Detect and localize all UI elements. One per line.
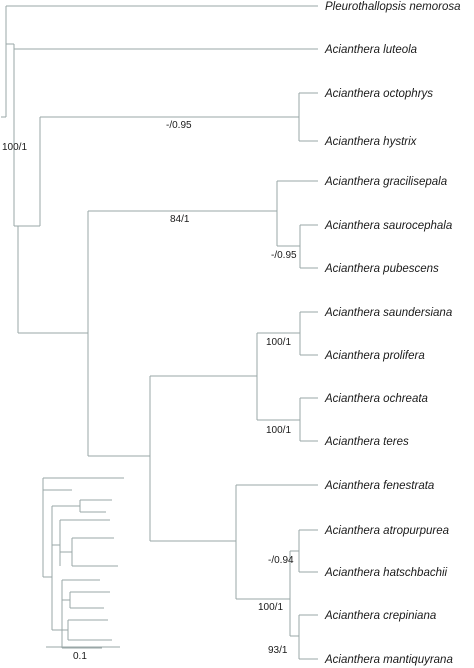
scale-bar-label: 0.1 (73, 651, 87, 662)
taxon-labels: Pleurothallopsis nemorosa Acianthera lut… (324, 1, 461, 666)
taxon-label: Acianthera luteola (324, 44, 417, 56)
taxon-label: Acianthera pubescens (324, 263, 439, 275)
support-value-octophrys-hystrix: -/0.95 (166, 120, 192, 131)
taxon-label: Acianthera hatschbachii (324, 567, 448, 579)
support-value-ochreata-teres: 100/1 (266, 425, 291, 436)
support-value-saundersiana-prolifera: 100/1 (266, 337, 291, 348)
support-value-atropurpurea-hatschbachii: -/0.94 (268, 555, 294, 566)
taxon-label: Acianthera prolifera (324, 350, 425, 362)
taxon-label: Acianthera ochreata (324, 393, 428, 405)
taxon-label: Acianthera atropurpurea (324, 525, 449, 537)
taxon-label: Acianthera octophrys (324, 88, 433, 100)
taxon-label: Acianthera saurocephala (324, 220, 452, 232)
support-value-saurocephala-pubescens: -/0.95 (271, 250, 297, 261)
taxon-label: Acianthera saundersiana (324, 307, 452, 319)
support-values: 100/1 -/0.95 84/1 -/0.95 100/1 100/1 100… (2, 120, 297, 656)
tree-branches (1, 5, 318, 660)
taxon-label: Acianthera crepiniana (324, 610, 436, 622)
support-value-fenestrata-clade: 100/1 (258, 602, 283, 613)
taxon-label: Acianthera mantiquyrana (324, 654, 453, 666)
taxon-label: Acianthera teres (324, 436, 409, 448)
support-value-gracilisepala-clade: 84/1 (170, 214, 190, 225)
support-value-root: 100/1 (2, 142, 27, 153)
taxon-label: Acianthera fenestrata (324, 480, 434, 492)
support-value-crepiniana-mantiquyrana: 93/1 (268, 645, 288, 656)
scale-bar: 0.1 (46, 646, 120, 662)
inset-phylogram (42, 477, 124, 649)
taxon-label: Pleurothallopsis nemorosa (325, 1, 461, 13)
taxon-label: Acianthera hystrix (324, 136, 418, 148)
taxon-label: Acianthera gracilisepala (324, 176, 447, 188)
